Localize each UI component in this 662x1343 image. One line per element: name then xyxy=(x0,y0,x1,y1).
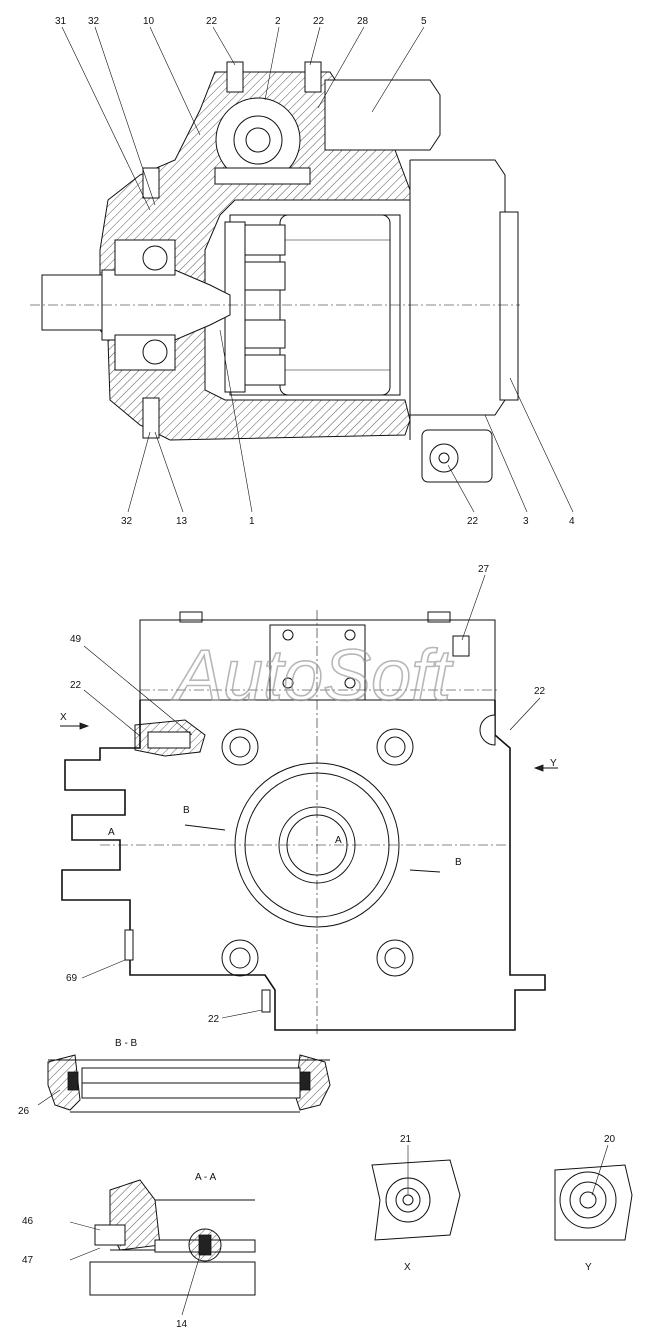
view-x xyxy=(371,1145,461,1241)
section-b-marker-right: B xyxy=(455,857,462,868)
callout-22: 22 xyxy=(534,686,546,697)
pump-section-view xyxy=(30,61,520,483)
callout-32: 32 xyxy=(121,516,133,527)
callout-47: 47 xyxy=(22,1255,34,1266)
callout-5: 5 xyxy=(421,16,427,27)
callout-22: 22 xyxy=(467,516,479,527)
callout-46: 46 xyxy=(22,1216,34,1227)
callout-28: 28 xyxy=(357,16,369,27)
callout-20: 20 xyxy=(604,1134,616,1145)
callout-49: 49 xyxy=(70,634,82,645)
callout-10: 10 xyxy=(143,16,155,27)
callout-31: 31 xyxy=(55,16,67,27)
section-titles: B - B A - A X Y xyxy=(115,1038,592,1273)
section-b-b-title: B - B xyxy=(115,1038,138,1049)
leaders-top xyxy=(61,26,574,513)
view-y-title: Y xyxy=(585,1262,592,1273)
section-a-a-title: A - A xyxy=(195,1172,216,1183)
callout-21: 21 xyxy=(400,1134,412,1145)
section-b-b xyxy=(37,1054,331,1113)
callout-22: 22 xyxy=(313,16,325,27)
view-arrow-labels: X Y A A B B xyxy=(60,712,557,868)
callouts-bottom: 26 21 20 46 47 14 xyxy=(18,1106,616,1330)
callout-1: 1 xyxy=(249,516,255,527)
callout-26: 26 xyxy=(18,1106,30,1117)
callout-14: 14 xyxy=(176,1319,188,1330)
callouts-top: 31 32 10 22 2 22 28 5 32 13 1 22 3 4 xyxy=(55,16,575,527)
view-x-arrow-label: X xyxy=(60,712,67,723)
callout-22: 22 xyxy=(206,16,218,27)
section-b-marker-left: B xyxy=(183,805,190,816)
callout-3: 3 xyxy=(523,516,529,527)
callout-22: 22 xyxy=(208,1014,220,1025)
callout-69: 69 xyxy=(66,973,78,984)
view-y xyxy=(554,1144,633,1241)
callout-27: 27 xyxy=(478,564,490,575)
leaders-middle xyxy=(60,574,558,1019)
callouts-middle: 27 49 22 22 69 22 xyxy=(66,564,546,1025)
callout-13: 13 xyxy=(176,516,188,527)
view-x-title: X xyxy=(404,1262,411,1273)
callout-2: 2 xyxy=(275,16,281,27)
pump-front-view xyxy=(61,610,546,1035)
view-y-arrow-label: Y xyxy=(550,758,557,769)
callout-32: 32 xyxy=(88,16,100,27)
callout-4: 4 xyxy=(569,516,575,527)
callout-22: 22 xyxy=(70,680,82,691)
section-a-marker-center: A xyxy=(335,835,342,846)
section-a-marker-left: A xyxy=(108,827,115,838)
watermark: AutoSoft xyxy=(171,636,454,716)
section-a-a xyxy=(69,1179,256,1316)
